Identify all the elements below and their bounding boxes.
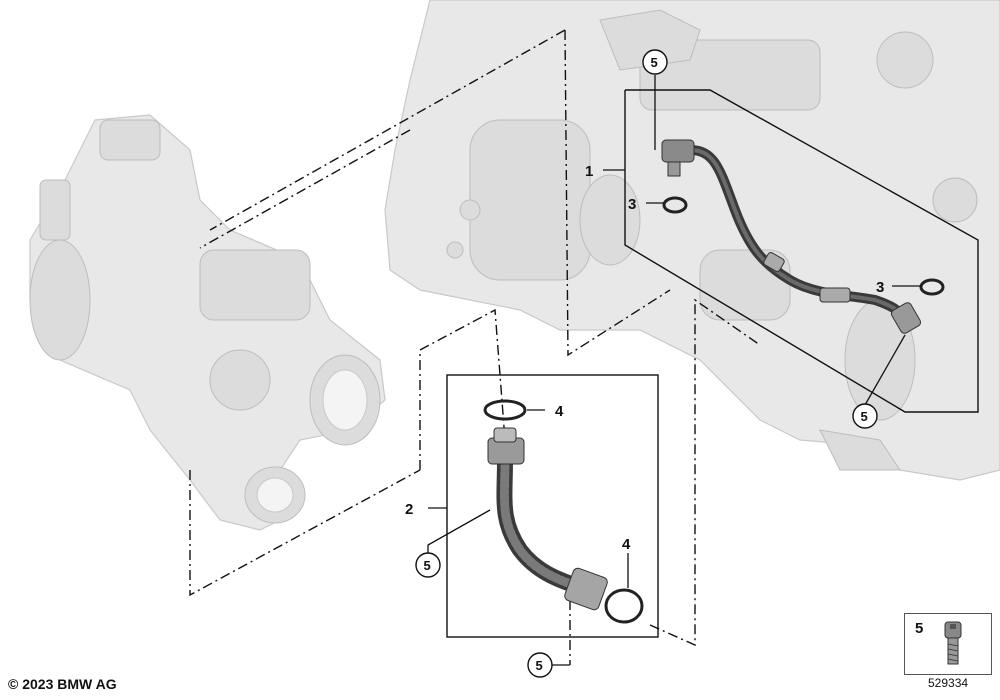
connection-lines [189,29,761,665]
legend-box: 5 [904,613,992,675]
frame-part-1 [624,89,979,413]
turbocharger [29,114,386,531]
circled-callouts: 5 5 5 5 [415,49,878,678]
o-ring-4-bottom [604,588,644,624]
oil-return-line [487,427,608,611]
callout-5-top: 5 [651,55,658,70]
callout-5-left: 5 [424,558,431,573]
callout-numbers: 1 2 3 3 4 4 [405,163,884,553]
callout-3-right: 3 [876,279,884,296]
oil-feed-line [661,139,922,334]
o-ring-3-right [919,278,945,296]
seal-rings [483,196,945,624]
leader-lines [427,75,921,666]
callout-3-top: 3 [628,196,636,213]
diagram-id: 529334 [928,676,969,690]
o-ring-3-top [662,196,688,214]
legend-number: 5 [915,620,924,637]
callout-5-bottom: 5 [536,658,543,673]
copyright-text: © 2023 BMW AG [8,676,117,692]
bolt-icon [944,621,962,665]
callout-2: 2 [405,501,413,518]
callout-4-top: 4 [555,403,564,420]
engine-block [384,0,1000,481]
callout-1: 1 [585,163,593,180]
frame-part-2 [446,374,659,638]
callout-5-right: 5 [861,409,868,424]
callout-4-bottom: 4 [622,536,631,553]
o-ring-4-top [483,399,527,421]
